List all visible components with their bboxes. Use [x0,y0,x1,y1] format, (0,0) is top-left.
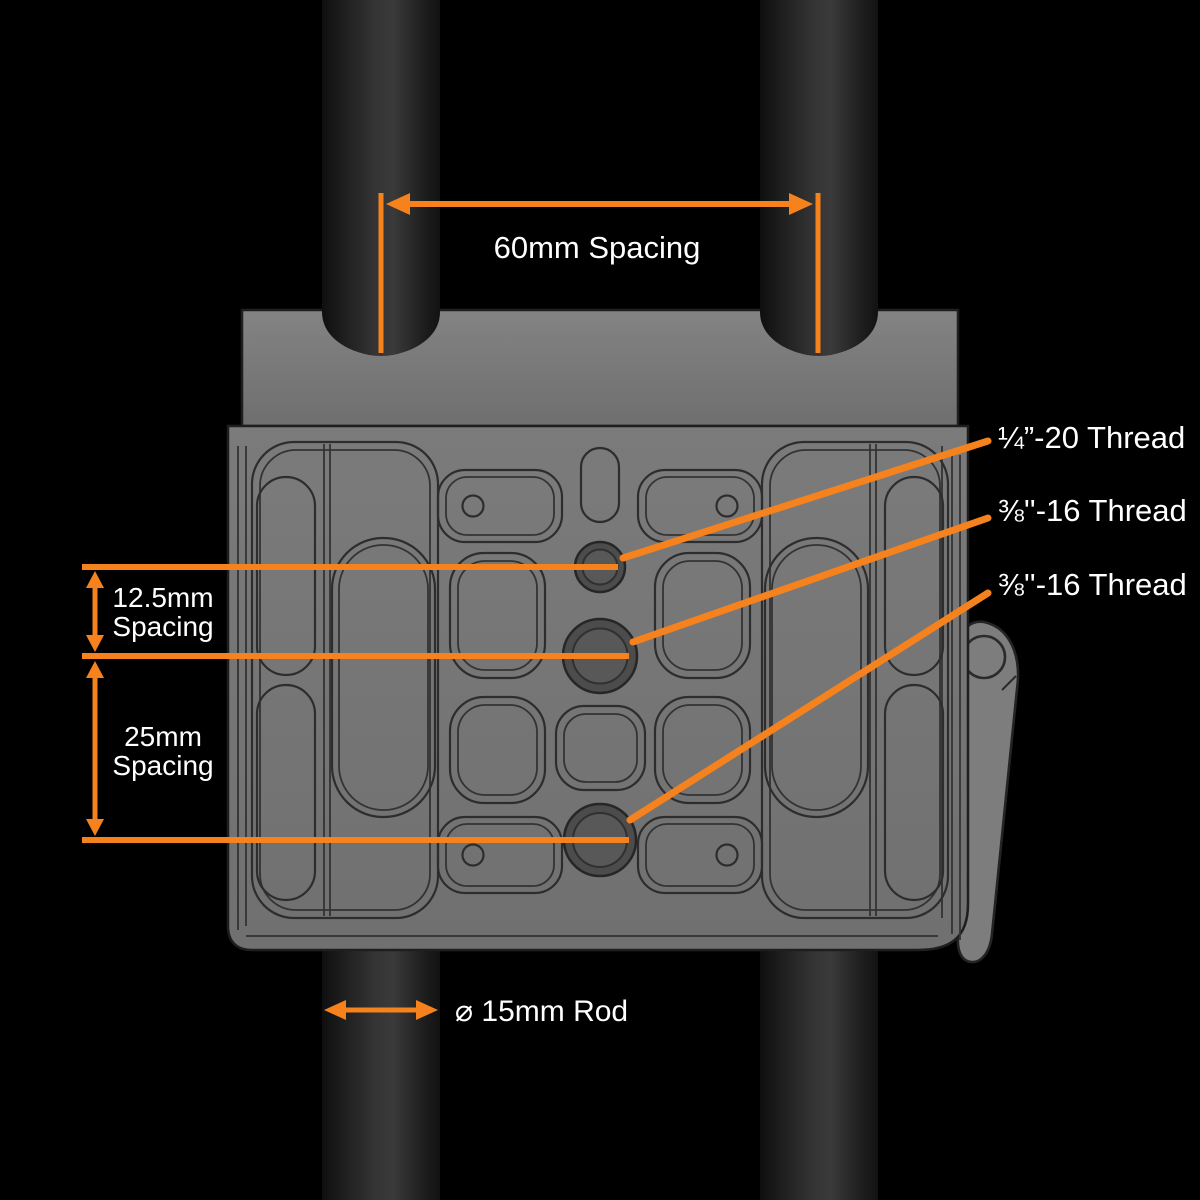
spacing-25-arrowhead-down [86,819,104,836]
slot-bottom-left-inner [445,823,555,887]
pocket-upper-left-inner [457,560,538,671]
spacing-12-5-arrowhead-down [86,635,104,652]
pocket-center-inner [563,713,638,783]
screw-hole-bottom-right [715,843,739,867]
plate-cutouts [250,440,950,920]
left-bay-inner [259,449,431,911]
rod-diameter-label: ⌀ 15mm Rod [455,995,628,1028]
leader-quarter-20 [619,437,992,562]
rod-top-right [760,0,878,356]
thread-callouts: ¼”-20 Thread ⅜''-16 Thread ⅜''-16 Thread [619,420,1187,824]
pocket-upper-right [653,551,752,680]
rod-bottom-right [760,944,878,1200]
lever-seam [1001,675,1017,691]
left-bay [250,440,440,920]
dimension-hole-spacing: 12.5mm Spacing 25mm Spacing [82,564,629,843]
right-bay-divider [869,444,877,916]
pocket-lower-left-inner [457,704,538,796]
right-pill-bottom [883,683,945,902]
leader-three-eighths-bottom [626,589,992,824]
right-big-pill [763,536,870,819]
slot-top-left-inner [445,476,555,536]
rod-bottom-left [322,944,440,1200]
baseplate [226,308,970,952]
left-big-pill-inner [338,544,429,811]
center-pill-slot [579,446,621,524]
rod-spacing-arrowhead-right [789,193,813,215]
rod-top-left [322,0,440,356]
rod-diameter-arrowhead-left [324,1000,346,1020]
spacing-12-5-arrowhead-up [86,571,104,588]
spacing-25-label-line1: 25mm [124,721,202,752]
pocket-upper-left [448,551,547,680]
slot-bottom-left [436,815,564,895]
slot-bottom-right-inner [645,823,755,887]
right-bay [760,440,950,920]
slot-top-right [636,468,764,544]
thread-label-quarter-20: ¼”-20 Thread [998,420,1185,455]
right-pill-top [883,475,945,677]
left-pill-bottom [255,683,317,902]
left-pill-top [255,475,317,677]
rods-bottom [322,944,878,1200]
dimension-rod-spacing: 60mm Spacing [378,193,821,353]
screw-hole-top-left [461,494,485,518]
dimension-rod-diameter: ⌀ 15mm Rod [324,995,628,1028]
pocket-upper-right-inner [662,560,743,671]
slot-top-left [436,468,564,544]
rod-spacing-arrowhead-left [386,193,410,215]
spacing-12-5-label-line1: 12.5mm [112,582,213,613]
rod-diameter-arrowhead-right [416,1000,438,1020]
pocket-lower-left [448,695,547,805]
right-bay-inner [769,449,941,911]
leader-three-eighths-mid [629,514,992,646]
screw-hole-bottom-left [461,843,485,867]
pocket-center [554,704,647,792]
slot-bottom-right [636,815,764,895]
screw-hole-top-right [715,494,739,518]
thread-label-three-eighths-bottom: ⅜''-16 Thread [998,567,1187,602]
lock-lever [956,620,1020,964]
pocket-lower-right [653,695,752,805]
spacing-25-arrowhead-up [86,661,104,678]
left-big-pill [330,536,437,819]
spacing-25-label-line2: Spacing [112,750,213,781]
thread-label-three-eighths-mid: ⅜''-16 Thread [998,493,1187,528]
rod-spacing-label: 60mm Spacing [494,230,701,265]
spacing-12-5-label-line2: Spacing [112,611,213,642]
lever-body [956,620,1020,964]
rods-top [322,0,878,356]
